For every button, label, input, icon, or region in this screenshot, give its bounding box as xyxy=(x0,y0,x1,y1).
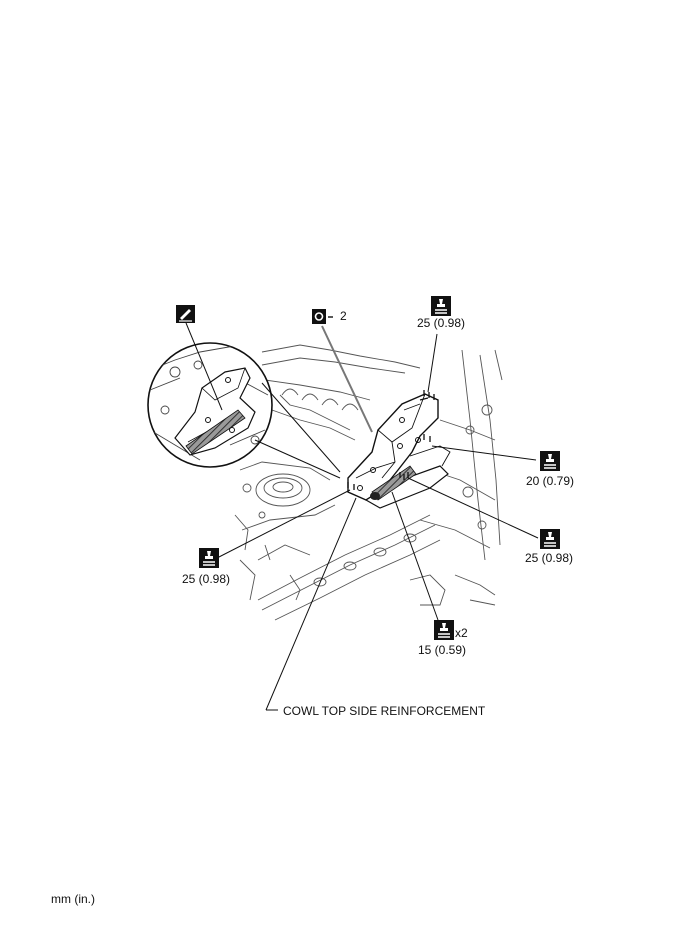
zoom-detail-inset xyxy=(147,342,341,479)
leader-torque-left xyxy=(216,489,351,559)
torque-left-label: 25 (0.98) xyxy=(181,572,231,586)
leader-seal-count xyxy=(321,325,373,433)
units-note: mm (in.) xyxy=(51,892,95,906)
torque-wrench-icon xyxy=(199,548,219,568)
seal-part-icon xyxy=(312,309,333,324)
leader-torque-top xyxy=(427,333,438,393)
torque-bottom-count-label: x2 xyxy=(455,626,468,640)
adhesive-pen-icon xyxy=(176,305,195,323)
torque-top-label: 25 (0.98) xyxy=(416,316,466,330)
torque-wrench-icon xyxy=(540,451,560,471)
seal-count-label: 2 xyxy=(340,309,347,323)
torque-wrench-icon xyxy=(431,296,451,316)
torque-wrench-icon xyxy=(540,529,560,549)
part-name-label: COWL TOP SIDE REINFORCEMENT xyxy=(283,704,486,718)
leader-sealer xyxy=(185,322,223,411)
vehicle-body-sketch xyxy=(234,344,503,621)
torque-right-lower-label: 25 (0.98) xyxy=(524,551,574,565)
leader-part-label xyxy=(265,497,357,711)
torque-bottom-label: 15 (0.59) xyxy=(417,643,467,657)
leader-torque-right-lower xyxy=(407,477,539,539)
torque-right-upper-label: 20 (0.79) xyxy=(525,474,575,488)
reinforcement-bracket xyxy=(347,390,451,509)
leader-torque-bottom xyxy=(391,491,439,621)
leader-lines xyxy=(185,322,539,711)
leader-torque-right-upper xyxy=(431,445,537,461)
torque-wrench-icon xyxy=(434,620,454,640)
